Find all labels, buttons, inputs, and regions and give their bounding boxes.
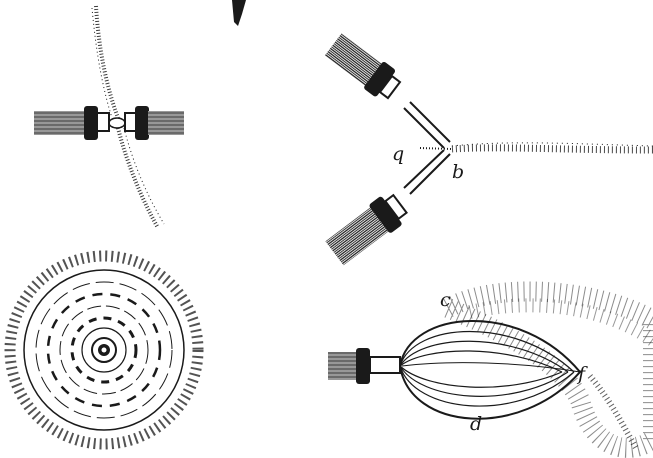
lower-stream xyxy=(118,128,158,228)
right-collar xyxy=(135,106,149,140)
upper-stream xyxy=(96,6,118,118)
loop-jet-figure xyxy=(328,291,653,448)
label-d: d xyxy=(470,413,482,435)
ink-mark xyxy=(232,0,246,26)
left-tube xyxy=(34,111,86,135)
left-collar xyxy=(84,106,98,140)
nozzle-tube xyxy=(328,352,360,380)
loop-outer xyxy=(400,321,580,419)
label-c: c xyxy=(440,289,451,311)
y-spray xyxy=(452,148,653,150)
label-b: b xyxy=(452,161,464,183)
lower-pipe xyxy=(404,150,444,188)
right-tube xyxy=(148,111,184,135)
radial-disc-figure xyxy=(10,256,198,444)
junction xyxy=(109,118,125,128)
opposed-jets-figure xyxy=(34,6,184,228)
label-q: q xyxy=(392,143,404,165)
upper-pipe xyxy=(410,102,450,142)
label-f: f xyxy=(576,363,588,385)
y-jet-figure xyxy=(323,31,653,268)
